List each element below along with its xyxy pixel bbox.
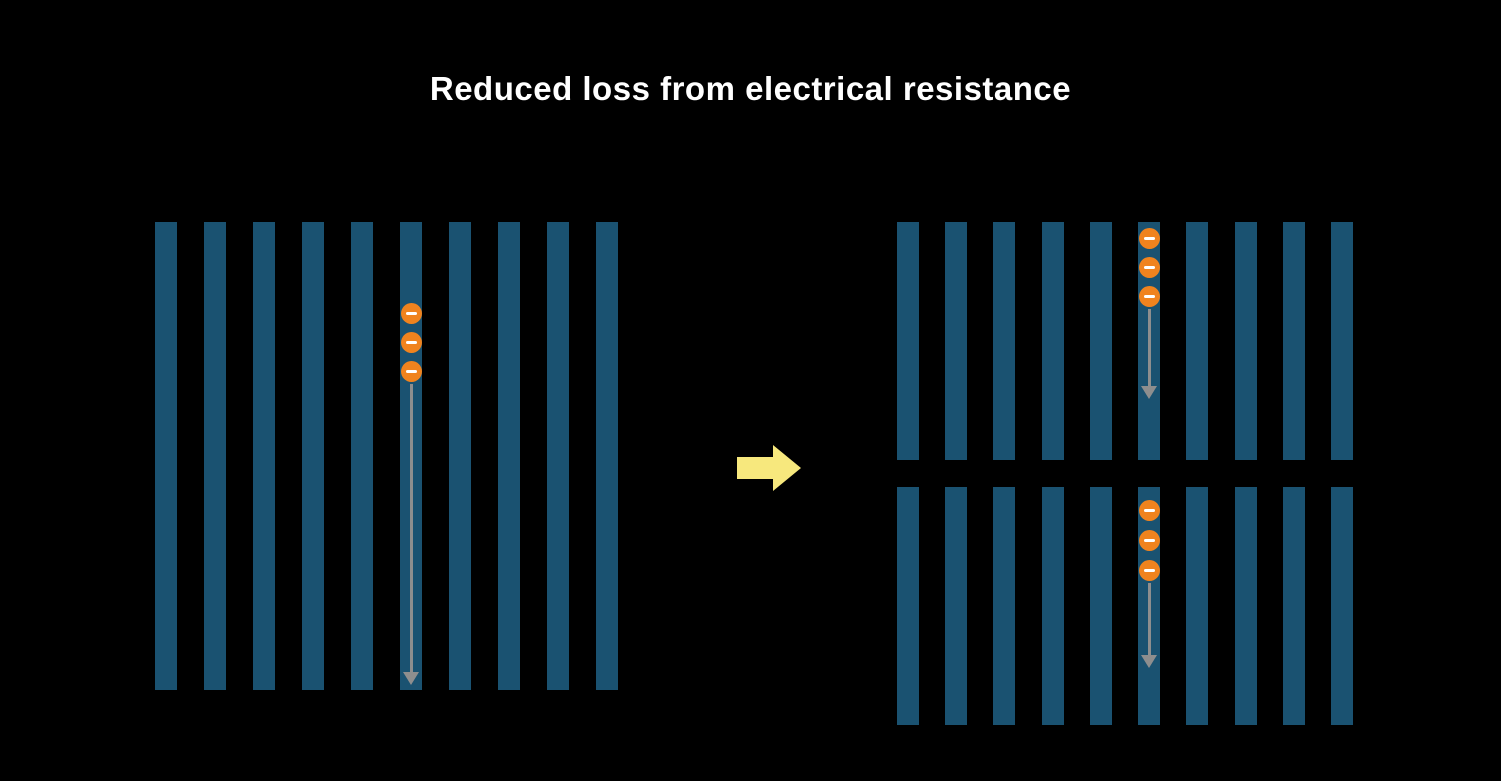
electron-icon [1138,530,1160,551]
electron-icon [1138,228,1160,249]
cell-bar [302,222,324,690]
cell-bar [351,222,373,690]
cell-bar [993,222,1016,460]
cell-bar [449,222,471,690]
cell-bar [1186,222,1209,460]
cell-bar [1331,222,1353,460]
minus-symbol [405,312,417,315]
cell-bar [498,222,520,690]
cell-bar [1041,487,1064,725]
cell-bar [596,222,618,690]
minus-symbol [1143,295,1155,298]
arrowhead-icon [403,672,419,685]
cell-bar [897,487,919,725]
cell-bar [897,222,919,460]
electron-flow-arrow [409,384,413,672]
cell-bar [945,222,968,460]
electron-icon [400,303,422,324]
cell-bar [1234,222,1257,460]
electron-icon [1138,286,1160,307]
arrowhead-icon [1141,386,1158,399]
cell-bar [1089,222,1112,460]
cell-bar [1186,487,1209,725]
minus-symbol [405,370,417,373]
cell-bar [1089,487,1112,725]
full-cell-panel [155,222,618,690]
cell-bar [204,222,226,690]
electron-flow-arrow [1147,309,1151,386]
cell-bar [547,222,569,690]
electron-icon [400,361,422,382]
electron-icon [1138,500,1160,521]
electron-flow-arrow [1147,583,1151,655]
minus-symbol [1143,237,1155,240]
cell-bar [1282,487,1305,725]
minus-symbol [1143,266,1155,269]
minus-symbol [405,341,417,344]
cell-bar [945,487,968,725]
electron-icon [1138,257,1160,278]
cell-bar [993,487,1016,725]
cell-bar [1234,487,1257,725]
minus-symbol [1143,539,1155,542]
half-cell-top-panel [897,222,1353,460]
diagram-title: Reduced loss from electrical resistance [429,70,1072,107]
cell-bar [155,222,177,690]
transform-arrow-icon [737,445,801,491]
minus-symbol [1143,509,1155,512]
cell-bar [1282,222,1305,460]
minus-symbol [1143,569,1155,572]
arrowhead-icon [1141,655,1158,668]
electron-icon [400,332,422,353]
cell-bar [253,222,275,690]
electron-icon [1138,560,1160,581]
cell-bar [1041,222,1064,460]
half-cell-bottom-panel [897,487,1353,725]
cell-bar [1331,487,1353,725]
